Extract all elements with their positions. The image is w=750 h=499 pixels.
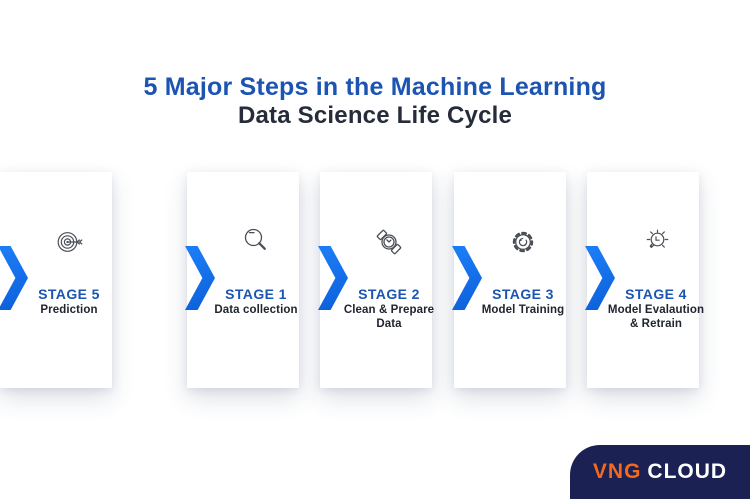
stage-card-2: STAGE 2 Clean & Prepare Data — [318, 172, 434, 388]
page-subtitle: Data Science Life Cycle — [237, 102, 513, 129]
target-icon — [51, 224, 87, 260]
chevron-right-icon — [452, 246, 482, 310]
magnifier-icon — [238, 224, 274, 260]
logo-brand-primary: VNG — [592, 460, 642, 483]
stage-card-3: STAGE 3 Model Training — [452, 172, 566, 388]
page-title: 5 Major Steps in the Machine Learning — [143, 73, 607, 101]
watch-icon — [371, 224, 407, 260]
stage-label: STAGE 4 — [625, 286, 687, 302]
stage-description: Data collection — [214, 304, 297, 318]
stage-card-content: STAGE 2 Clean & Prepare Data — [344, 172, 434, 388]
stage-card-content: STAGE 4 Model Evalaution & Retrain — [608, 172, 704, 388]
stage-label: STAGE 1 — [225, 286, 287, 302]
stage-label: STAGE 2 — [358, 286, 420, 302]
stage-label: STAGE 5 — [38, 286, 100, 302]
stage-card-content: STAGE 3 Model Training — [480, 172, 566, 388]
vng-cloud-logo: VNG CLOUD — [570, 445, 750, 499]
stage-description: Model Training — [482, 304, 565, 318]
stage-card-4: STAGE 4 Model Evalaution & Retrain — [585, 172, 704, 388]
stage-card-5: STAGE 5 Prediction — [0, 172, 112, 388]
stage-card-content: STAGE 1 Data collection — [213, 172, 299, 388]
stage-description-line: Model Training — [481, 304, 565, 316]
chevron-right-icon — [0, 246, 28, 310]
stage-description-line: Data collection — [214, 304, 298, 316]
stage-description-line: Model Evalaution — [607, 304, 705, 316]
stage-description: Model Evalaution & Retrain — [608, 304, 704, 331]
chevron-right-icon — [185, 246, 215, 310]
stage-description-line: Clean & Prepare — [343, 304, 435, 316]
stage-label: STAGE 3 — [492, 286, 554, 302]
stage-card-1: STAGE 1 Data collection — [185, 172, 299, 388]
gear-icon — [505, 224, 541, 260]
stage-description-line: & Retrain — [629, 317, 683, 330]
idea-bulb-icon — [638, 224, 674, 260]
chevron-right-icon — [318, 246, 348, 310]
stage-description: Clean & Prepare Data — [344, 304, 434, 331]
stage-description-line: Prediction — [40, 304, 98, 316]
stage-description-line: Data — [376, 317, 402, 330]
logo-brand-secondary: CLOUD — [647, 460, 728, 483]
stage-card-content: STAGE 5 Prediction — [26, 172, 112, 388]
chevron-right-icon — [585, 246, 615, 310]
stage-description: Prediction — [40, 304, 97, 318]
header: 5 Major Steps in the Machine Learning Da… — [0, 72, 750, 131]
